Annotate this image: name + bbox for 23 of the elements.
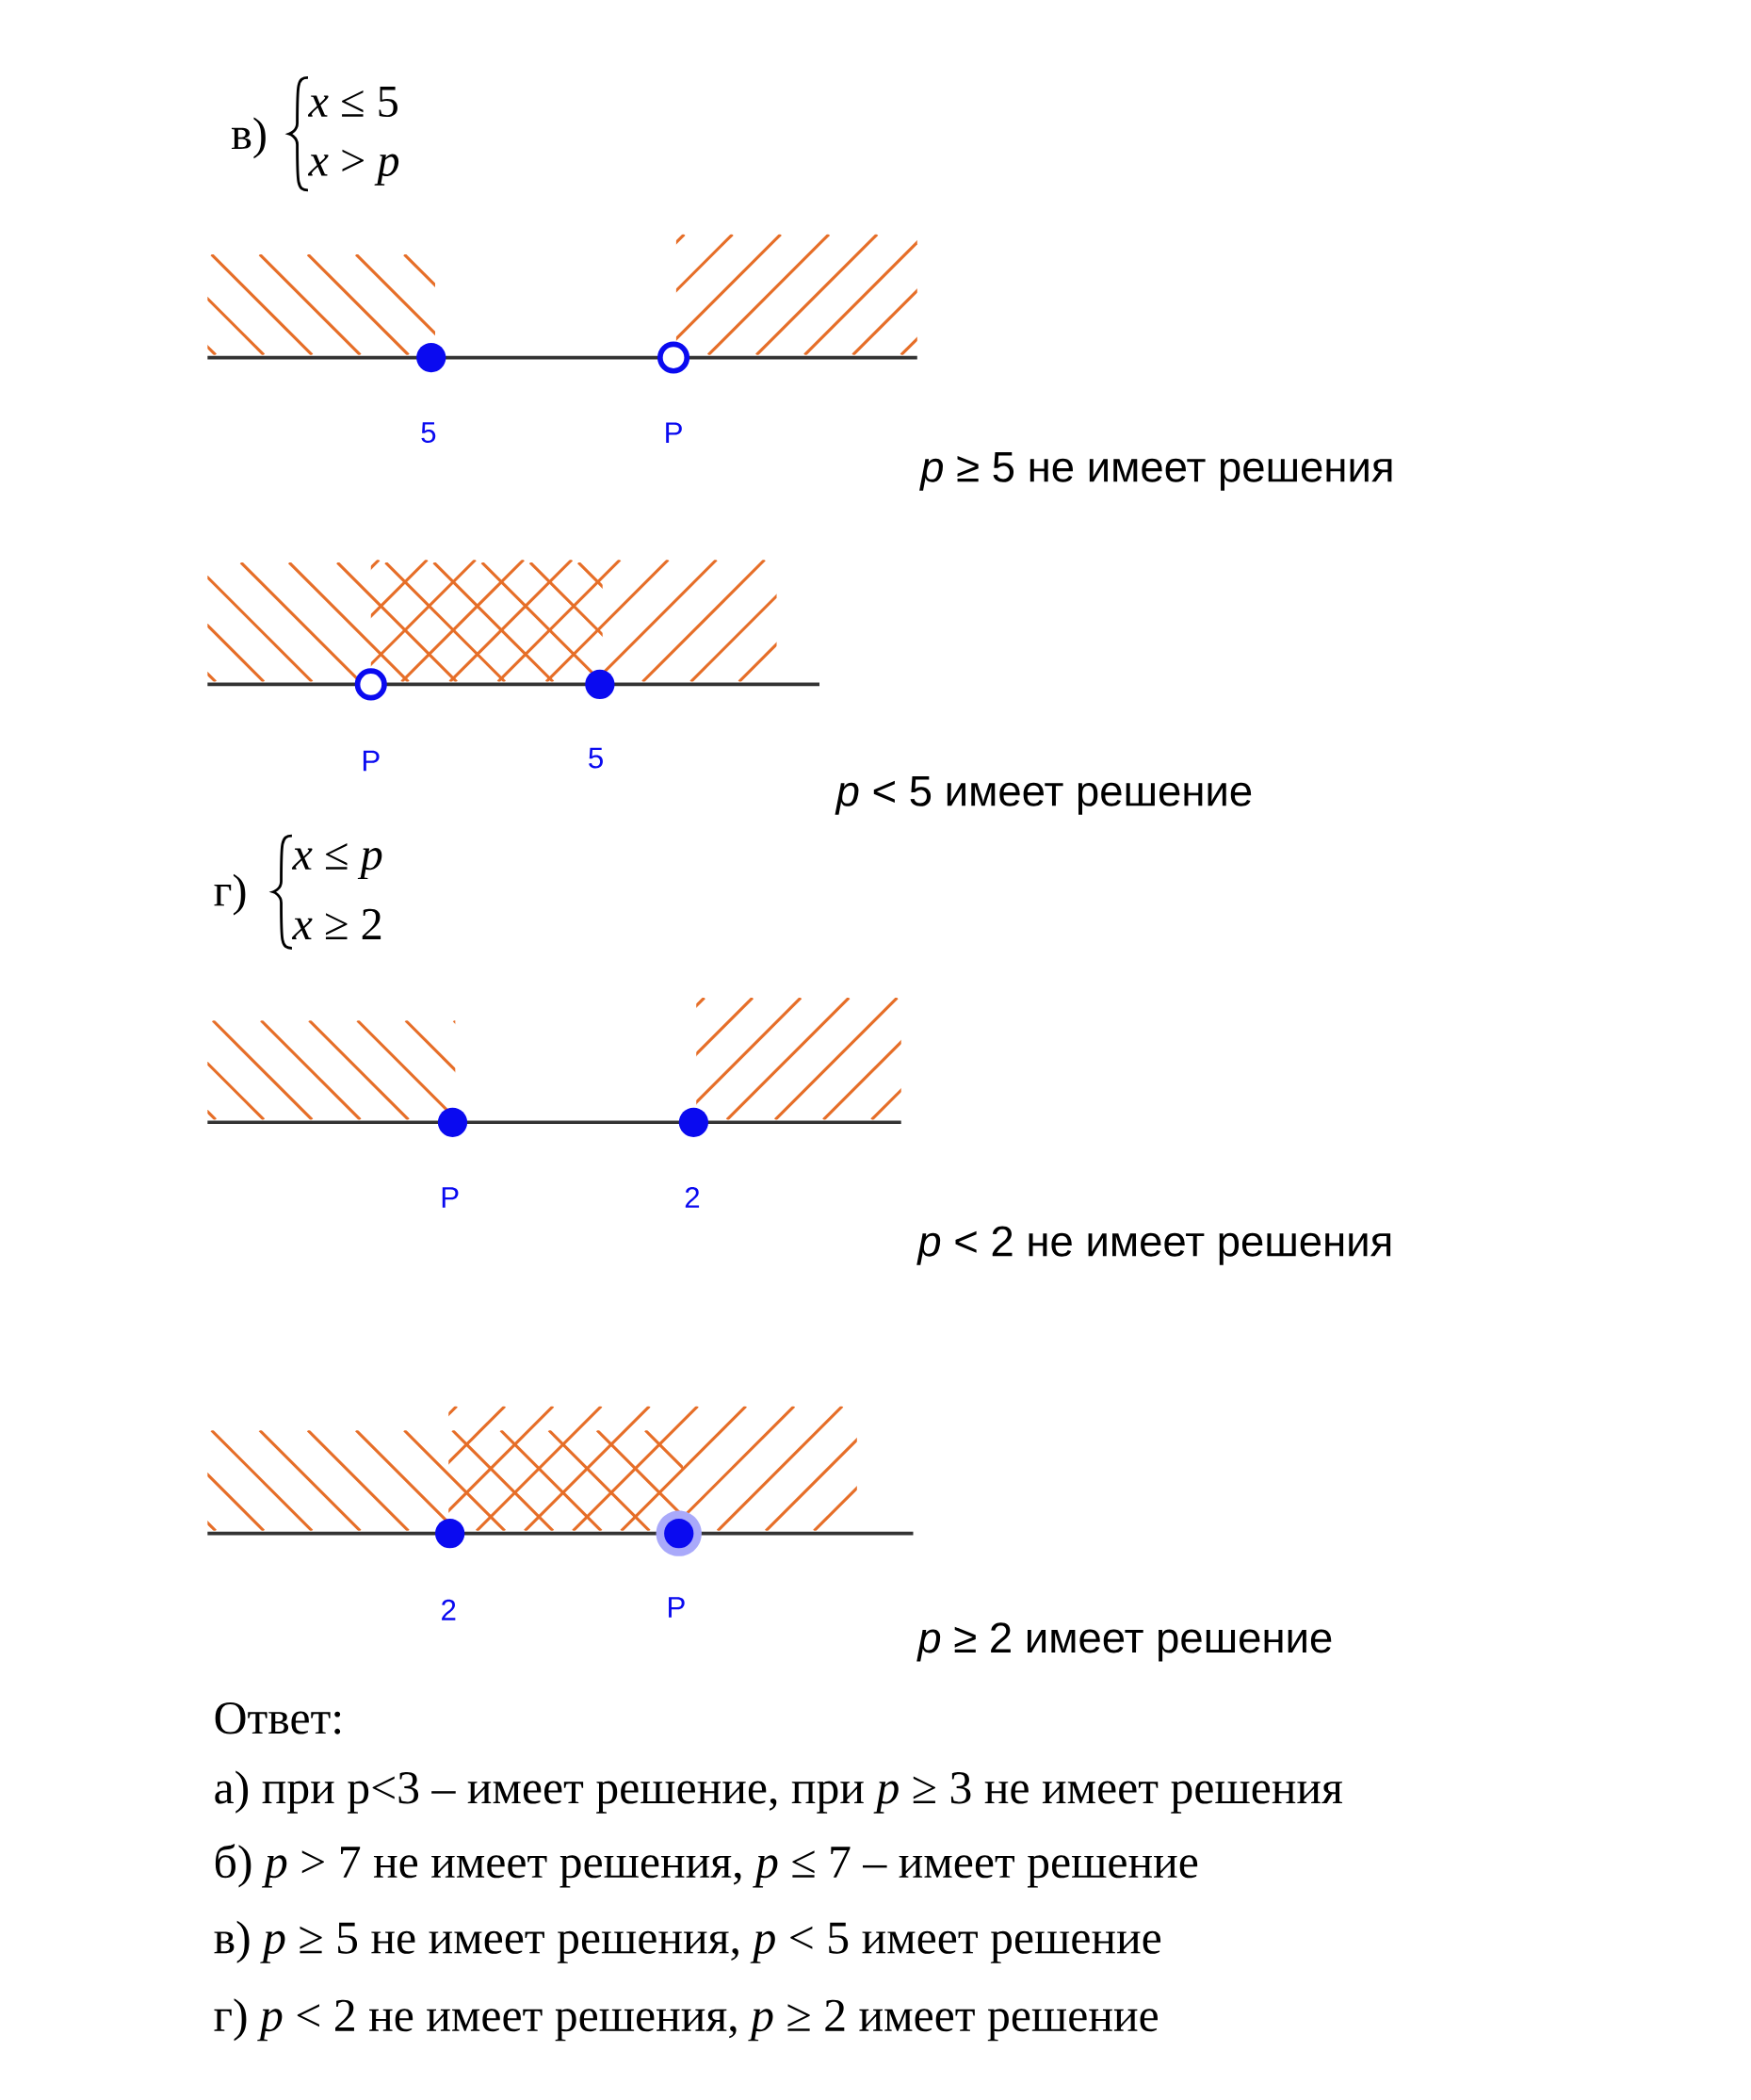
answer-text: г) p < 2 не имеет решения, p ≥ 2 имеет решение (214, 1998, 1158, 2042)
conclusion-text: p ≥ 5 не имеет решения (918, 452, 1392, 491)
point-label: 5 (588, 747, 603, 769)
answer-text: Ответ: (215, 1702, 340, 1734)
point-label: 2 (441, 1599, 456, 1620)
point-label: P (668, 1597, 685, 1618)
point-label: P (363, 750, 380, 772)
inequality: x > p (307, 149, 398, 186)
inequality: x ≤ p (291, 843, 382, 880)
point-label: 5 (421, 422, 436, 444)
conclusion-text: p < 5 имеет решение (835, 776, 1251, 815)
inequality: x ≥ 2 (291, 908, 381, 939)
item-letter: г) (214, 873, 246, 916)
conclusion-text: p ≥ 2 имеет решение (916, 1622, 1332, 1662)
conclusion-text: p < 2 не имеет решения (916, 1226, 1390, 1265)
point-label: P (442, 1187, 459, 1208)
answer-text: в) p ≥ 5 не имеет решения, p < 5 имеет решение (214, 1920, 1160, 1963)
point-label: 2 (685, 1187, 699, 1208)
item-letter: в) (231, 117, 266, 159)
inequality: x ≤ 5 (307, 86, 397, 118)
answer-text: б) p > 7 не имеет решения, p ≤ 7 – имеет решение (215, 1844, 1197, 1888)
answer-text: а) при p<3 – имеет решение, при p ≥ 3 не имеет решения (215, 1770, 1342, 1814)
point-label: P (666, 422, 682, 443)
